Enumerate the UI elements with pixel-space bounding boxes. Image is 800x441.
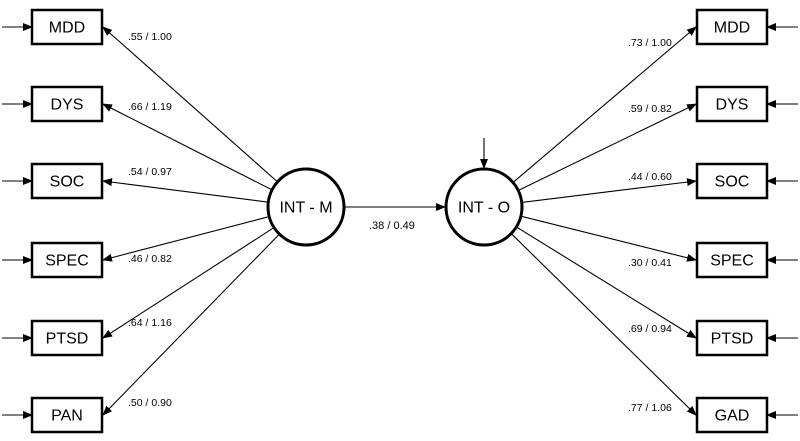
indicator-left-dys: DYS [30,85,104,123]
loading-arrow-left-mdd [102,26,278,183]
indicator-right-mdd-label: MDD [714,20,750,37]
indicator-left-pan-label: PAN [51,408,83,425]
loading-label-left-spec: .46 / 0.82 [128,253,172,265]
indicator-right-dys: DYS [695,85,769,123]
indicator-left-pan: PAN [30,396,104,434]
indicator-right-spec: SPEC [695,241,769,279]
indicator-left-ptsd: PTSD [30,319,104,357]
indicator-left-dys-label: DYS [51,97,84,114]
loading-label-right-ptsd: .69 / 0.94 [628,323,672,335]
indicator-right-ptsd: PTSD [695,319,769,357]
loading-arrow-left-ptsd [102,227,275,339]
indicator-left-mdd-label: MDD [49,20,85,37]
indicator-left-spec: SPEC [30,241,104,279]
loading-label-right-soc: .44 / 0.60 [628,171,672,183]
loading-arrow-left-dys [102,103,273,191]
loading-arrow-right-mdd [512,26,697,183]
loading-label-left-ptsd: .64 / 1.16 [128,317,172,329]
indicator-left-mdd: MDD [30,8,104,46]
indicator-right-soc: SOC [695,162,769,200]
loading-label-right-dys: .59 / 0.82 [628,103,672,115]
loading-arrow-right-ptsd [516,226,697,339]
indicator-right-soc-label: SOC [715,174,750,191]
indicator-right-gad-label: GAD [715,408,750,425]
loading-label-right-mdd: .73 / 1.00 [628,37,672,49]
loading-label-left-mdd: .55 / 1.00 [128,31,172,43]
loading-arrow-right-soc [521,178,697,203]
latent-int-m-label: INT - M [279,200,332,217]
latent-int-o-label: INT - O [458,200,510,217]
loading-label-left-soc: .54 / 0.97 [128,166,172,178]
latent-int-o: INT - O [444,167,524,247]
indicator-right-gad: GAD [695,396,769,434]
indicator-left-soc-label: SOC [50,174,85,191]
indicator-left-spec-label: SPEC [45,253,89,270]
indicator-right-ptsd-label: PTSD [711,331,754,348]
indicator-right-spec-label: SPEC [710,253,754,270]
loading-arrow-right-spec [520,215,697,262]
indicator-right-dys-label: DYS [716,97,749,114]
loading-arrow-left-pan [102,233,280,416]
loading-arrow-right-gad [510,233,697,416]
indicator-left-ptsd-label: PTSD [46,331,89,348]
loading-label-left-pan: .50 / 0.90 [128,397,172,409]
loading-label-right-spec: .30 / 0.41 [628,257,672,269]
indicator-right-mdd: MDD [695,8,769,46]
structural-path-label: .38 / 0.49 [369,220,415,232]
loading-arrow-left-soc [102,178,269,203]
loading-label-right-gad: .77 / 1.06 [628,402,672,414]
indicator-left-soc: SOC [30,162,104,200]
loading-arrow-right-dys [517,103,697,191]
loading-label-left-dys: .66 / 1.19 [128,101,172,113]
latent-int-m: INT - M [266,167,346,247]
loading-arrow-left-spec [102,216,270,262]
